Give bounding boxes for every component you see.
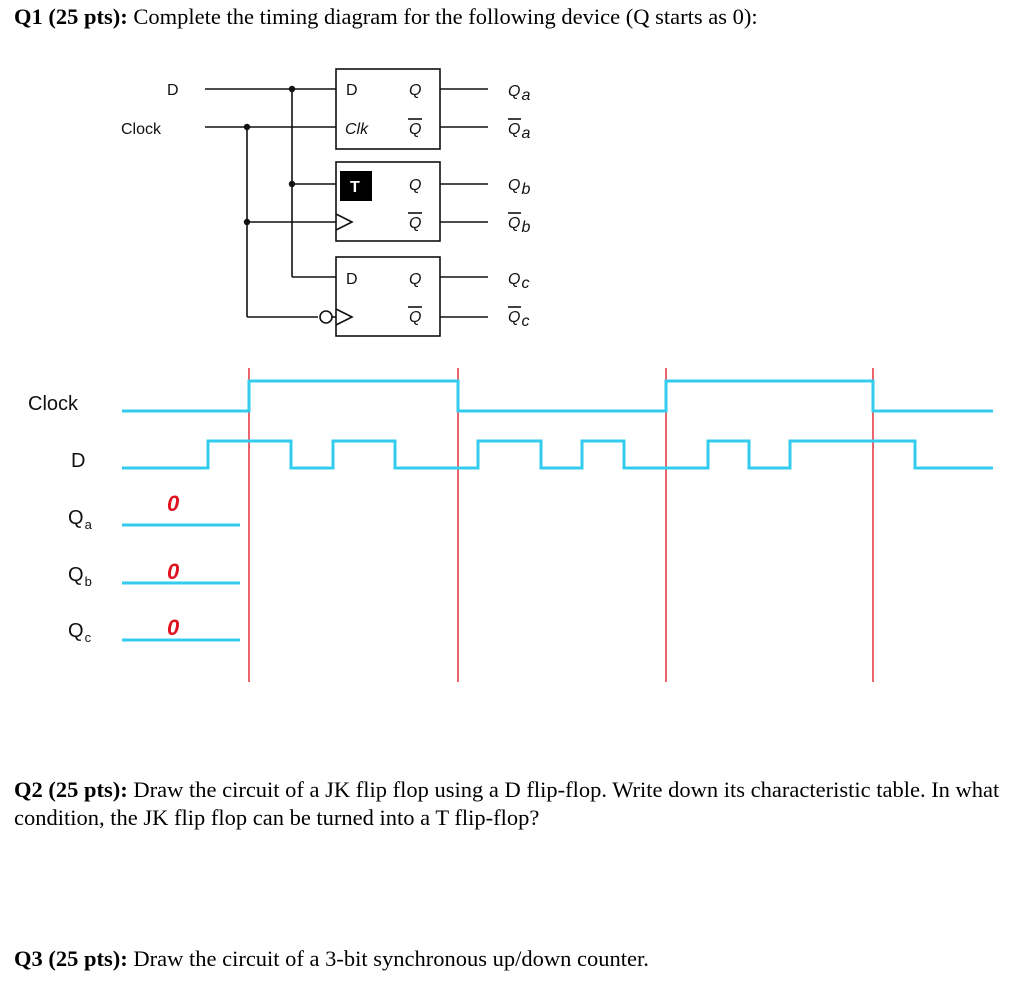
ff-a-box	[335, 68, 441, 150]
circuit-diagram	[205, 68, 521, 337]
q2-prompt: Q2 (25 pts): Draw the circuit of a JK fl…	[14, 776, 1004, 832]
out-qa-bar-label: Qa	[508, 121, 530, 142]
out-qb-bar-label: Qb	[508, 215, 530, 236]
junction-dot	[243, 218, 251, 226]
out-qa-label: Qa	[508, 83, 530, 104]
q1-prompt: Q1 (25 pts): Complete the timing diagram…	[14, 4, 758, 30]
ffc-clock-triangle	[335, 308, 354, 326]
timing-qa-label: Qa	[68, 507, 93, 532]
q1-text: Complete the timing diagram for the foll…	[127, 4, 758, 29]
ffb-q-label: Q	[409, 177, 421, 194]
ffa-q-label: Q	[409, 82, 421, 99]
ffc-q-label: Q	[409, 271, 421, 288]
ffb-clock-triangle	[335, 213, 354, 231]
qc-initial-value: 0	[167, 615, 180, 640]
junction-dot	[288, 85, 296, 93]
out-qc-label: Qc	[508, 271, 529, 292]
ffa-qbar-label: Q	[409, 121, 421, 138]
timing-d-label: D	[71, 450, 85, 472]
ffc-qbar-label: Q	[409, 309, 421, 326]
qa-initial-value: 0	[167, 491, 180, 516]
timing-qb-label: Qb	[68, 564, 92, 589]
circuit-clock-label: Clock	[121, 121, 162, 138]
timing-qc-label: Qc	[68, 620, 92, 645]
q2-label: Q2 (25 pts):	[14, 777, 128, 802]
circuit-d-label: D	[167, 82, 179, 99]
inversion-bubble	[319, 310, 333, 324]
ffa-clk-label: Clk	[345, 121, 369, 138]
ffb-t-label: T	[350, 179, 360, 196]
junction-dot	[288, 180, 296, 188]
q3-text: Draw the circuit of a 3-bit synchronous …	[127, 946, 649, 971]
q3-label: Q3 (25 pts):	[14, 946, 128, 971]
ff-c-box	[335, 256, 441, 337]
d-waveform	[122, 439, 993, 470]
q1-label: Q1 (25 pts):	[14, 4, 128, 29]
out-qc-bar-label: Qc	[508, 309, 529, 330]
junction-dot	[243, 123, 251, 131]
ff-b-box	[335, 161, 441, 242]
q3-prompt: Q3 (25 pts): Draw the circuit of a 3-bit…	[14, 946, 649, 972]
q2-text: Draw the circuit of a JK flip flop using…	[14, 777, 1000, 830]
qb-initial-value: 0	[167, 559, 180, 584]
clock-waveform	[122, 379, 993, 413]
timing-clock-label: Clock	[28, 393, 79, 415]
t-label-box	[340, 171, 372, 201]
ffc-d-label: D	[346, 271, 358, 288]
out-qb-label: Qb	[508, 177, 530, 198]
ffa-d-label: D	[346, 82, 358, 99]
ffb-qbar-label: Q	[409, 215, 421, 232]
